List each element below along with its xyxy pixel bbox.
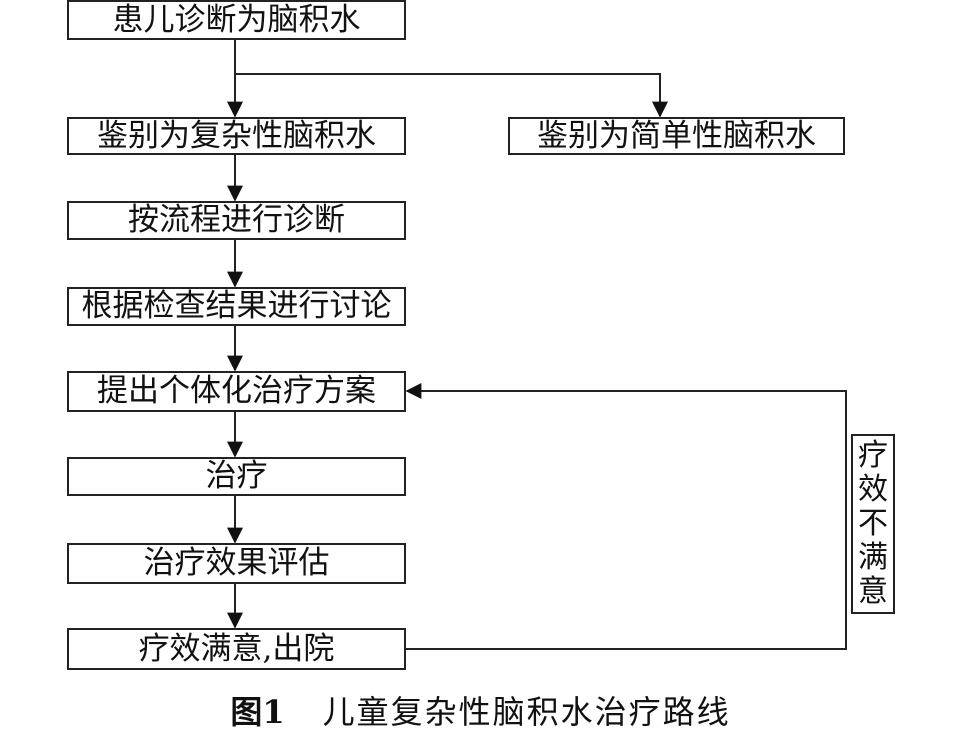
node-evaluation-label: 治疗效果评估 [143,545,330,581]
node-discussion-label: 根据检查结果进行讨论 [81,288,392,324]
loop-label: 疗效不满意 [858,438,888,609]
node-treatment-label: 治疗 [205,458,268,494]
node-evaluation: 治疗效果评估 [67,543,406,584]
node-individual-plan-label: 提出个体化治疗方案 [97,373,376,409]
node-process-diagnosis-label: 按流程进行诊断 [128,202,345,238]
node-diagnosis-label: 患儿诊断为脑积水 [112,1,361,38]
node-satisfied-discharge: 疗效满意,出院 [67,628,406,670]
node-individual-plan: 提出个体化治疗方案 [67,371,406,412]
node-diagnosis: 患儿诊断为脑积水 [67,0,406,40]
node-satisfied-discharge-label: 疗效满意,出院 [138,630,335,667]
node-discussion: 根据检查结果进行讨论 [67,287,406,326]
figure-number: 图1 [230,693,285,731]
node-simple-hydrocephalus: 鉴别为简单性脑积水 [508,117,845,155]
node-complex-hydrocephalus: 鉴别为复杂性脑积水 [67,117,406,155]
figure-caption: 图1 儿童复杂性脑积水治疗路线 [0,688,961,732]
edge-feedback-loop [405,383,847,650]
node-treatment: 治疗 [67,457,406,496]
loop-label-box: 疗效不满意 [851,434,895,614]
node-complex-label: 鉴别为复杂性脑积水 [97,117,376,154]
edge-diagnosis-simple [235,73,668,118]
node-simple-label: 鉴别为简单性脑积水 [537,117,816,154]
node-process-diagnosis: 按流程进行诊断 [67,201,406,240]
figure-title: 儿童复杂性脑积水治疗路线 [322,693,731,731]
